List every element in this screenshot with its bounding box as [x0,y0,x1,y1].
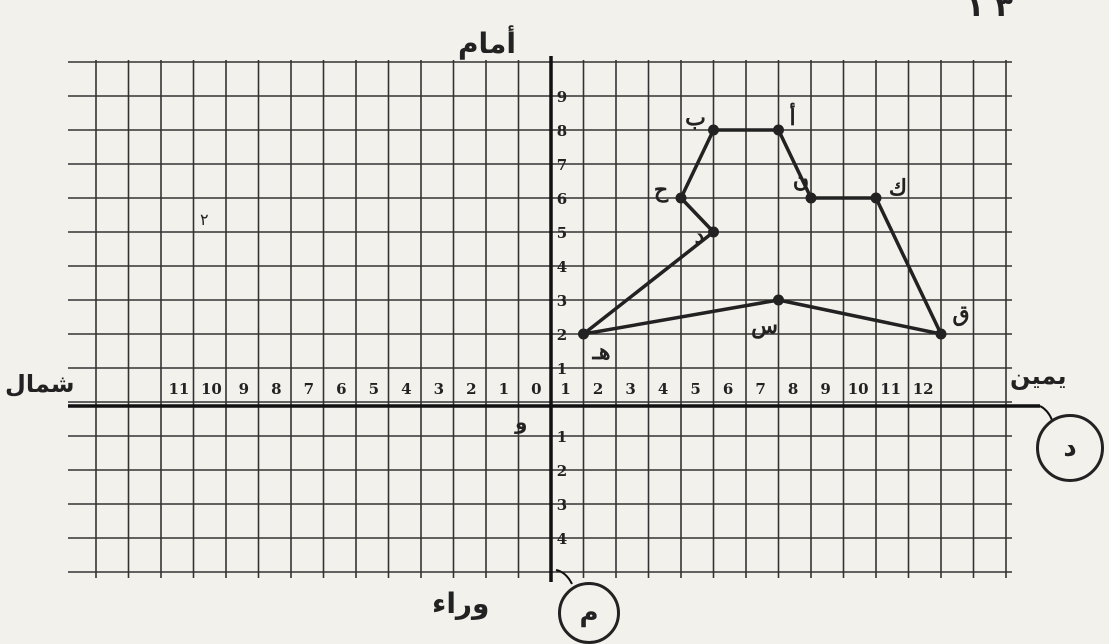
badge-right-letter: د [1063,433,1077,463]
x-tick-label: 1 [560,380,570,398]
badge-left-letter: م [579,598,599,628]
x-tick-label: 2 [466,380,476,398]
x-tick-label: 6 [723,380,733,398]
y-tick-label: 4 [557,530,567,548]
label-back: وراء [432,587,490,620]
vertex-label: ب [685,105,706,131]
y-tick-label: 3 [557,292,567,310]
label-front: أمام [458,27,516,60]
x-tick-label: 0 [531,380,541,398]
x-tick-label: 2 [593,380,603,398]
grid-lines [68,60,1012,578]
x-tick-label: 5 [690,380,700,398]
y-tick-label: 3 [557,496,567,514]
x-tick-label: 11 [880,380,901,398]
x-tick-label: 7 [755,380,765,398]
vertex-label: ن [793,167,809,193]
y-tick-label: 5 [557,224,567,242]
axis-to-badge-stroke [1039,405,1053,421]
x-tick-label: 6 [336,380,346,398]
x-tick-label: 7 [304,380,314,398]
vertex-dot [773,294,784,306]
axis-to-badge-stroke [555,569,573,585]
corner-text: ٣ ١ [966,0,1014,24]
x-tick-label: 10 [848,380,869,398]
label-left: شمال [5,370,75,398]
y-tick-label: 2 [557,462,567,480]
vertex-dot [578,328,589,340]
x-tick-label: 9 [239,380,249,398]
vertex-label: ك [889,175,907,201]
vertex-label: أ [789,102,795,131]
vertex-dot [805,192,817,204]
vertex-dot [773,124,784,136]
x-tick-label: 8 [271,380,281,398]
x-tick-label: 3 [625,380,635,398]
vertex-label: ق [952,301,969,327]
figure-outline [582,128,943,336]
vertex-dot [708,124,719,136]
y-tick-label: 7 [557,156,567,174]
origin-label: و [515,410,528,434]
y-tick-label: 4 [557,258,567,276]
x-tick-label: 1 [499,380,509,398]
stray-mark: ٢ [200,210,209,229]
y-tick-label: 2 [557,326,567,344]
vertex-label: د [695,223,705,249]
y-tick-label: 1 [557,428,567,446]
x-tick-label: 4 [658,380,668,398]
x-tick-label: 5 [369,380,379,398]
polygon-figure: هـ دح ب أ ن ك ق س [578,102,970,365]
vertex-dot [935,328,947,340]
x-tick-label: 3 [434,380,444,398]
x-tick-label: 8 [788,380,798,398]
x-tick-label: 11 [168,380,189,398]
y-tick-label: 1 [557,360,567,378]
x-tick-label: 12 [913,380,934,398]
vertex-dot [675,192,687,204]
badge-left-circle: م [558,582,620,644]
label-right: يمين [1010,362,1067,390]
y-tick-label: 6 [557,190,567,208]
vertex-label: س [751,313,778,339]
x-tick-label: 9 [820,380,830,398]
x-tick-label: 10 [201,380,222,398]
vertex-dot [708,226,719,238]
vertex-label: ح [654,177,669,203]
x-tick-label: 4 [401,380,411,398]
y-tick-label: 9 [557,88,567,106]
vertex-label: هـ [591,339,610,365]
vertex-dot [870,192,882,204]
badge-right-circle: د [1036,414,1104,482]
y-tick-label: 8 [557,122,567,140]
